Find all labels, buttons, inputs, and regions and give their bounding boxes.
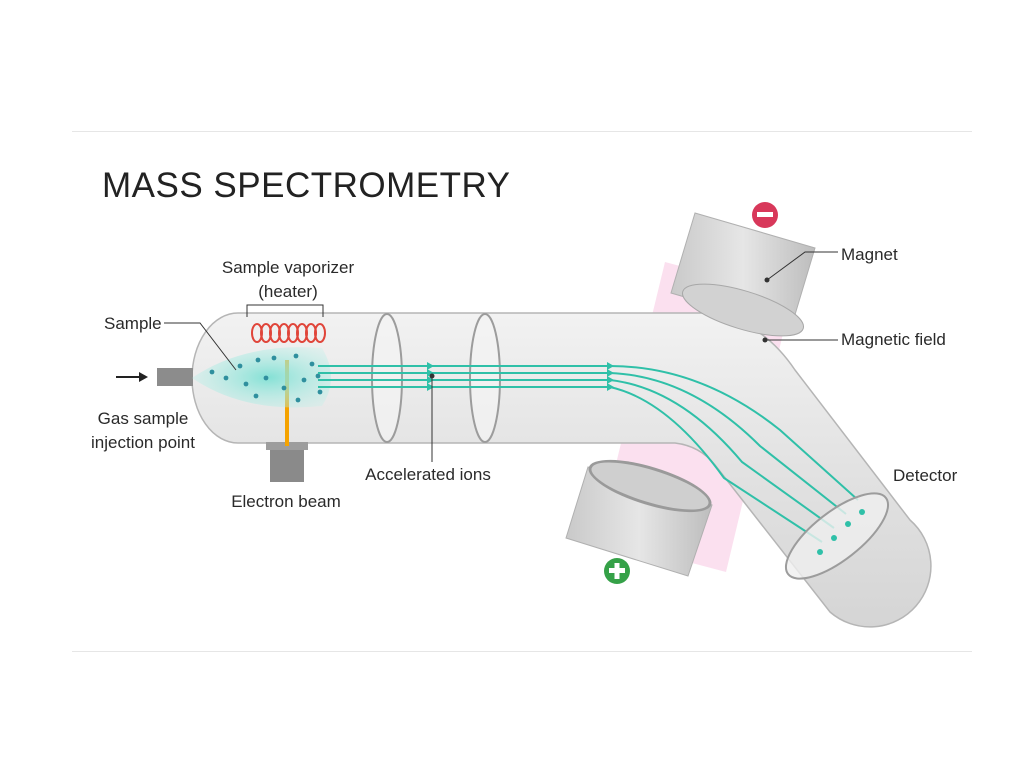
plus-icon [604, 558, 630, 584]
top-magnet [670, 212, 816, 337]
gas-injection-nozzle [157, 368, 193, 386]
arrow-right-icon [116, 372, 148, 382]
label-sample: Sample [104, 314, 162, 333]
sample-cloud [192, 347, 331, 408]
label-heater: (heater) [258, 282, 318, 301]
accelerator-plate-1 [371, 313, 403, 443]
heater-coil [251, 323, 326, 343]
label-accelerated-ions: Accelerated ions [365, 465, 491, 484]
electron-gun [270, 446, 304, 482]
ions-marker [429, 373, 435, 379]
ion-beams [318, 365, 859, 543]
accelerator-plate-2 [469, 313, 501, 443]
label-magnetic-field: Magnetic field [841, 330, 946, 349]
minus-icon [752, 202, 778, 228]
label-magnet: Magnet [841, 245, 898, 264]
bottom-magnet [565, 459, 713, 577]
leader-lines [164, 251, 838, 462]
label-electron-beam: Electron beam [231, 492, 341, 511]
label-sample-vaporizer: Sample vaporizer [222, 258, 355, 277]
label-detector: Detector [893, 466, 958, 485]
magnet-marker [764, 277, 770, 283]
label-gas-sample: Gas sample [98, 409, 189, 428]
detector-plate [784, 492, 890, 580]
diagram-title: MASS SPECTROMETRY [102, 166, 511, 205]
field-marker [762, 337, 768, 343]
ion-beam-arrows [427, 362, 614, 391]
label-injection-point: injection point [91, 433, 195, 452]
